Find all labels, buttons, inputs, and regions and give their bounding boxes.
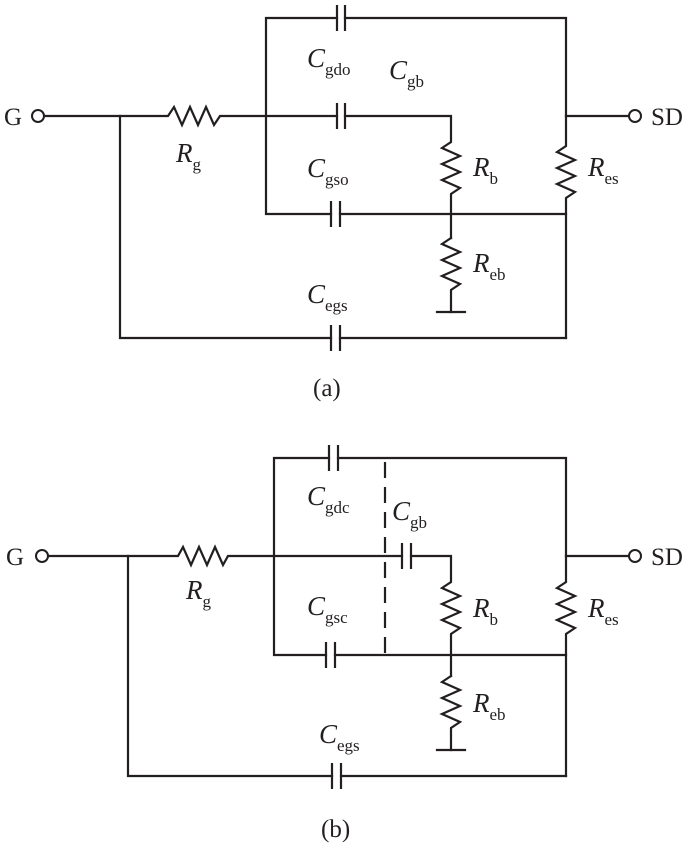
sd-terminal-b xyxy=(628,549,642,563)
capacitor-cegs-b xyxy=(330,763,343,789)
label-res-a: Res xyxy=(587,152,619,188)
label-res-b: Res xyxy=(587,593,619,629)
capacitor-cgdo xyxy=(335,5,347,31)
node-label-g-a: G xyxy=(4,104,22,131)
gate-terminal-b xyxy=(35,549,49,563)
label-cgdc-b: Cgdc xyxy=(307,481,350,517)
label-rg-a: Rg xyxy=(175,138,202,174)
label-cgdo-a: Cgdo xyxy=(307,43,351,79)
gate-terminal-a xyxy=(31,109,45,123)
sd-terminal-a xyxy=(628,109,642,123)
wires-a xyxy=(42,16,631,340)
label-cgso-a: Cgso xyxy=(307,153,349,189)
label-reb-b: Reb xyxy=(472,688,506,724)
caption-a: (a) xyxy=(313,375,341,402)
label-rg-b: Rg xyxy=(185,575,212,611)
capacitor-cgdc xyxy=(327,445,340,471)
capacitor-cgsc xyxy=(324,642,337,668)
label-reb-a: Reb xyxy=(472,248,506,284)
label-cgsc-b: Cgsc xyxy=(307,591,348,627)
capacitor-cegs xyxy=(329,325,342,351)
capacitor-cgb xyxy=(335,103,347,129)
diagram-b: G SD Cgdc Cgb Rg Cgsc Rb Res Reb Cegs (b… xyxy=(6,445,683,843)
label-cgb-a: Cgb xyxy=(389,55,424,91)
label-rb-a: Rb xyxy=(472,152,498,188)
diagram-a: G SD Cgdo Cgb Rg Cgso Rb Res Reb Cegs (a… xyxy=(4,5,683,402)
label-cegs-a: Cegs xyxy=(307,279,348,315)
capacitor-cgso xyxy=(329,201,342,227)
label-cgb-b: Cgb xyxy=(392,496,427,532)
caption-b: (b) xyxy=(321,816,350,843)
capacitor-cgb-b xyxy=(400,543,413,569)
label-cegs-b: Cegs xyxy=(319,719,360,755)
node-label-sd-a: SD xyxy=(651,104,683,131)
label-rb-b: Rb xyxy=(472,593,498,629)
node-label-g-b: G xyxy=(6,544,24,571)
wires-b xyxy=(46,456,631,778)
node-label-sd-b: SD xyxy=(651,544,683,571)
